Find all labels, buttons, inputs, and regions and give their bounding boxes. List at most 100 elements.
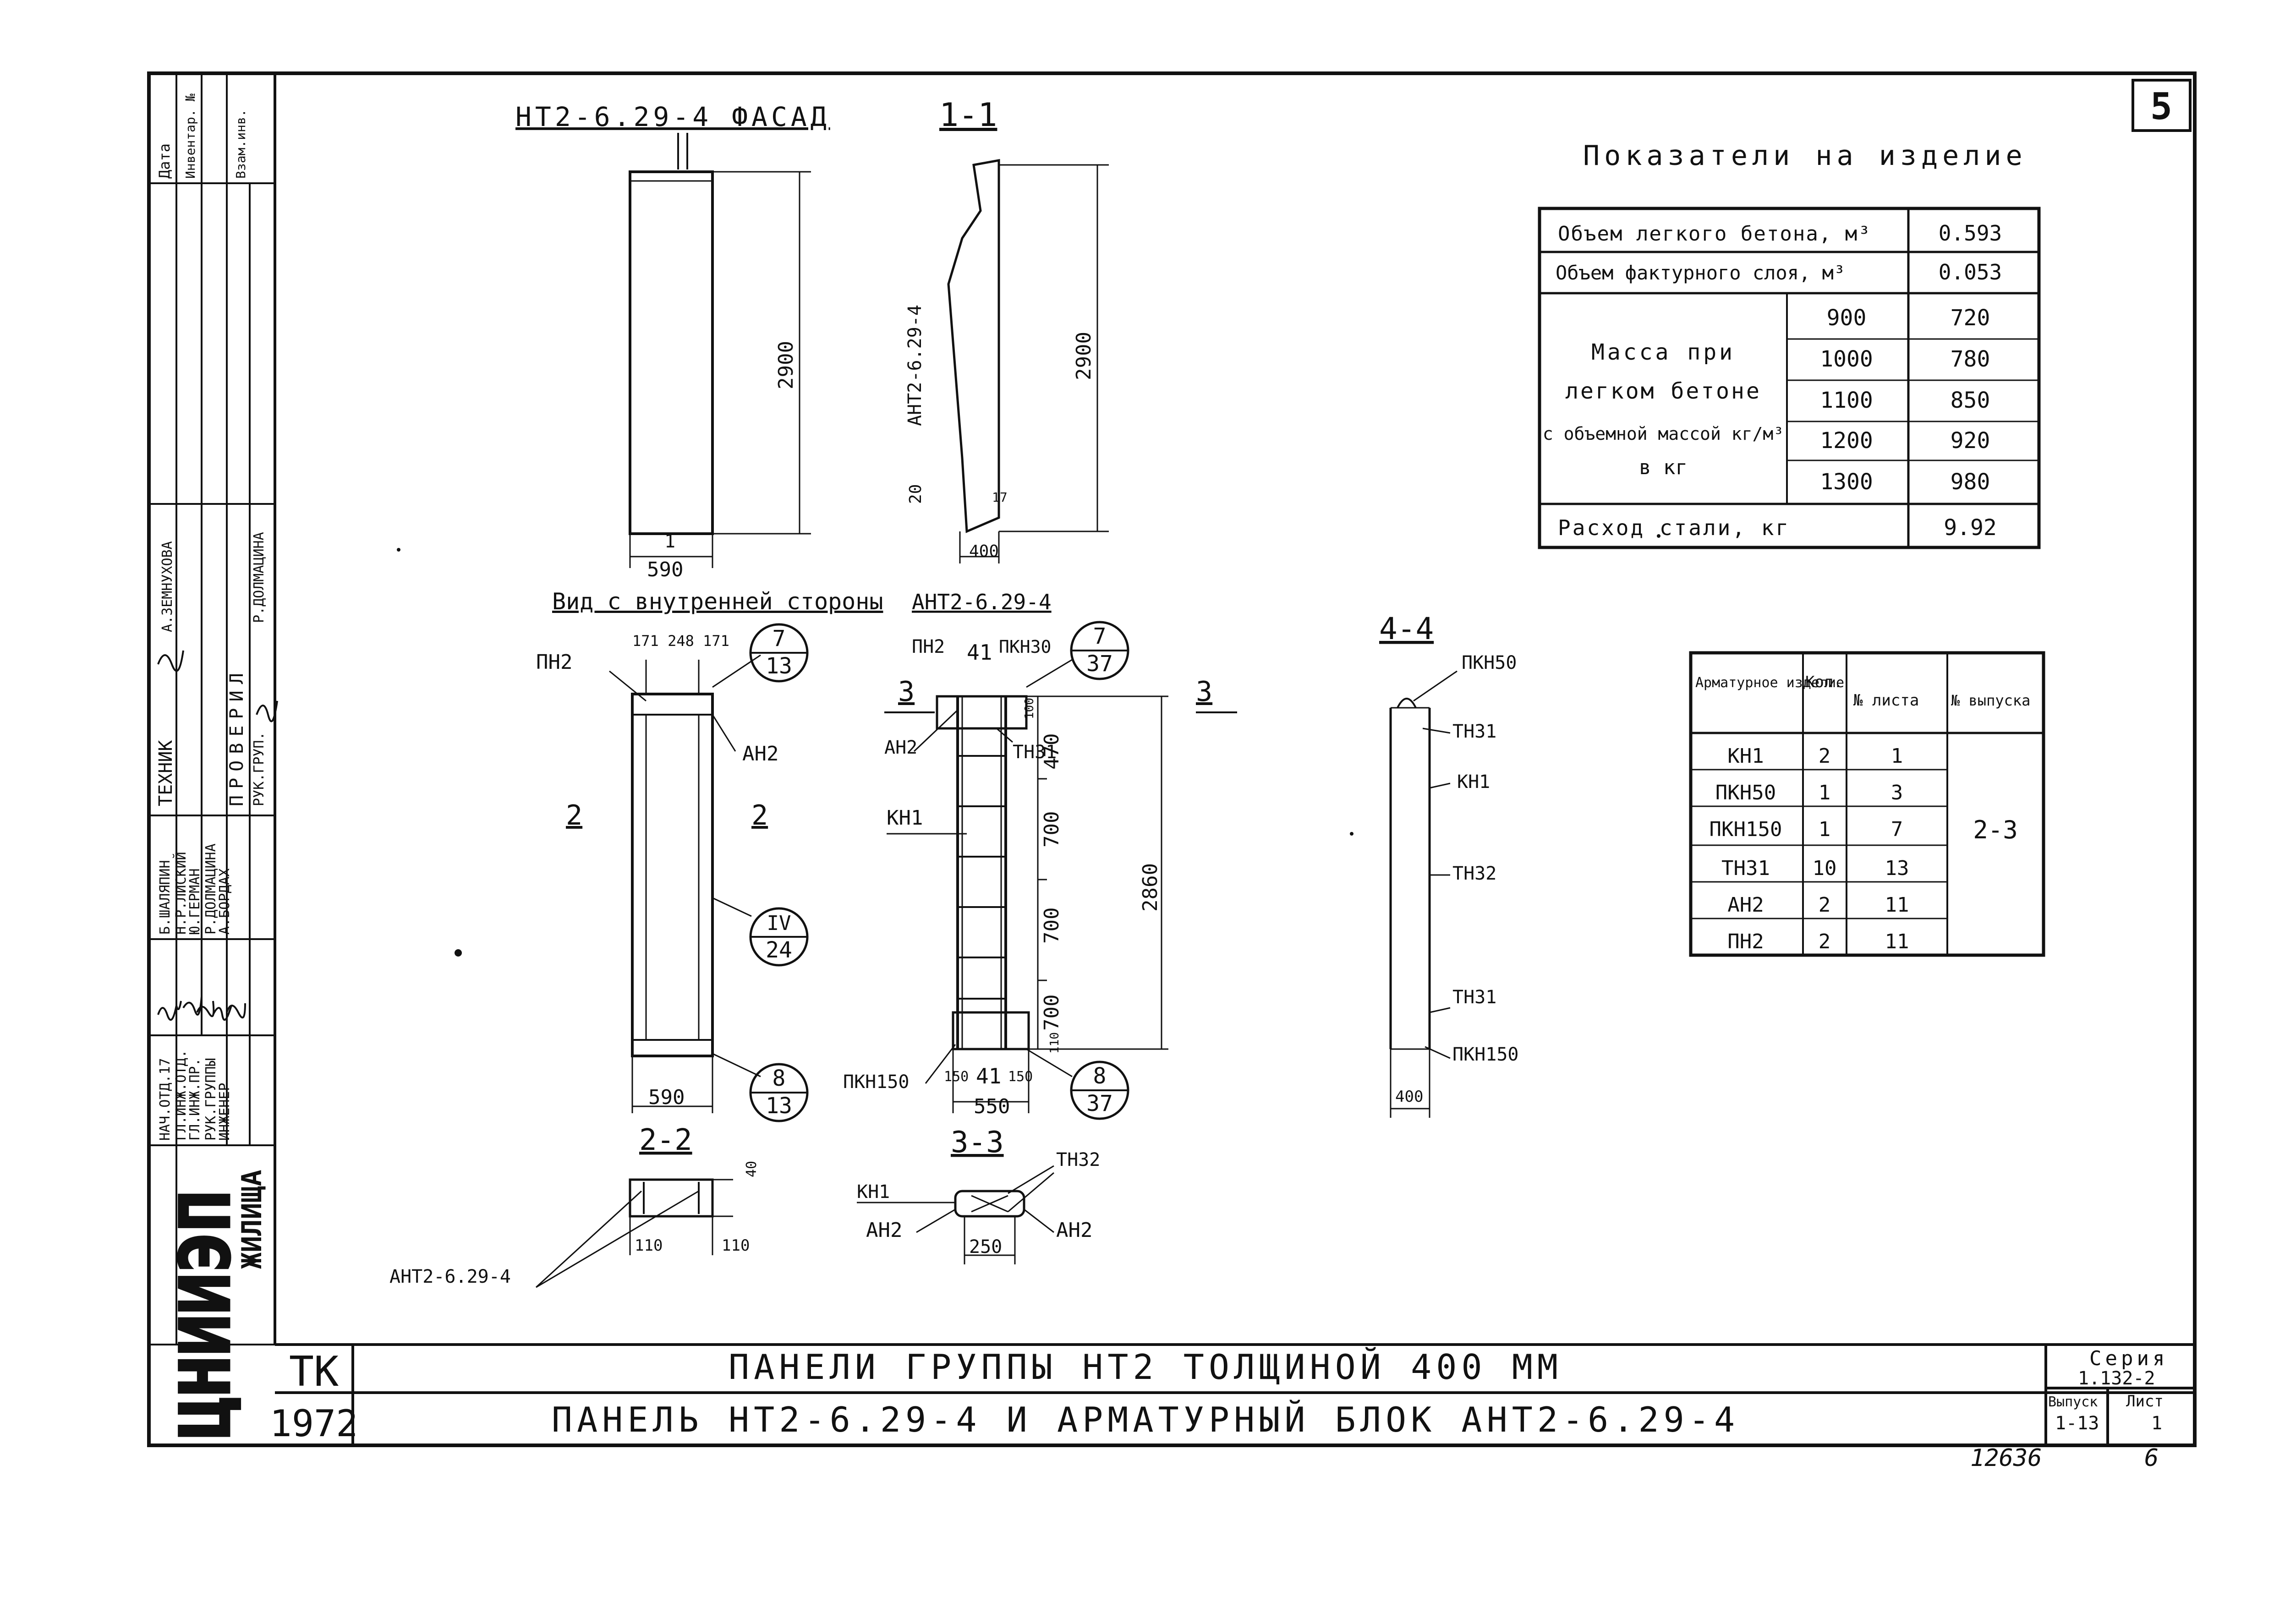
s44-pkn50: ПКН50 [1462, 652, 1517, 673]
arm-row-3-sheet: 7 [1891, 818, 1903, 841]
arm-header-qty: Кол. [1805, 673, 1843, 691]
cut-3-right: 3 [1196, 676, 1212, 708]
tk-label: ТК [289, 1348, 339, 1396]
svg-text:37: 37 [1086, 651, 1113, 677]
callouts: 7 13 IV 24 8 13 7 37 8 37 [749, 621, 1129, 1122]
facade-marker: 1 [664, 531, 675, 552]
arm-row-6-sheet: 11 [1885, 930, 1909, 953]
block-dim-1: 470 [1040, 733, 1063, 770]
mass-1: 720 [1951, 305, 1990, 331]
s33-width: 250 [969, 1236, 1002, 1258]
mass-rows: 900 720 1000 780 1100 850 1200 920 1300 … [1820, 305, 1990, 495]
mass-label-1: Масса при [1591, 339, 1735, 365]
sheet-number-box [2132, 79, 2192, 132]
seria-value: 1.132-2 [2078, 1368, 2155, 1389]
stamp-role-2: ГЛ.ИНЖ.ОТД. [173, 1050, 189, 1141]
block-side-right: 150 [1008, 1069, 1033, 1085]
inner-pn2: ПН2 [536, 651, 572, 674]
inner-view-drawing [609, 654, 761, 1113]
stamp-ruk: РУК.ГРУП. [251, 732, 267, 806]
arm-row-1-name: КН1 [1727, 744, 1764, 768]
title-line-2: ПАНЕЛЬ НТ2-6.29-4 И АРМАТУРНЫЙ БЛОК АНТ2… [552, 1400, 1739, 1440]
s44-tn31-bottom: ТН31 [1452, 987, 1496, 1008]
block-tn31: ТН31 [1013, 742, 1057, 763]
stamp-name-3: Ю.ГЕРМАН [187, 869, 203, 935]
svg-text:37: 37 [1086, 1091, 1113, 1116]
callout-4: 7 37 [1070, 621, 1129, 680]
stamp-columns: Дата Инвентар. № Взам.инв. [156, 93, 248, 179]
arm-header-item: Арматурное изделие [1695, 675, 1844, 691]
section-33-title: 3-3 [951, 1126, 1004, 1159]
block-side-left: 150 [944, 1069, 969, 1085]
seria-label: Серия [2089, 1347, 2168, 1370]
arm-row-2-name: ПКН50 [1715, 781, 1776, 804]
section-11-title: 1-1 [939, 96, 997, 134]
svg-text:24: 24 [766, 937, 792, 963]
callout-3: 8 13 [749, 1063, 809, 1122]
arm-row-6-name: ПН2 [1727, 930, 1764, 953]
section-11-drawing [947, 159, 1109, 563]
section-22-drawing [535, 1178, 733, 1288]
s33-kn1: КН1 [857, 1181, 890, 1203]
svg-text:13: 13 [766, 653, 792, 679]
steel-label: Расход стали, кг [1558, 515, 1790, 540]
mass-label-3: с объемной массой кг/м³ [1543, 424, 1784, 444]
callout-1: 7 13 [749, 623, 809, 683]
signatures [157, 650, 278, 1021]
s11-17: 17 [992, 490, 1008, 505]
stamp-proveril: ПРОВЕРИЛ [226, 667, 247, 806]
page-number: 6 [2144, 1444, 2159, 1472]
facade-width: 590 [647, 558, 683, 581]
callout-5: 8 37 [1070, 1061, 1129, 1120]
s22-40: 40 [744, 1161, 760, 1177]
org-logo: ЦНИИЭП ЖИЛИЩА [165, 1170, 269, 1439]
stamp-name-1: Б.ШАЛЯПИН [157, 860, 173, 935]
block-pkn30: ПКН30 [999, 637, 1051, 657]
vol-light-value: 0.593 [1939, 221, 2002, 246]
indicators-title: Показатели на изделие [1583, 140, 2027, 172]
indicators-table-grid [1538, 207, 2041, 549]
vol-facing-value: 0.053 [1939, 260, 2002, 284]
block-total: 2860 [1139, 863, 1162, 912]
inner-an2: АН2 [742, 742, 778, 766]
arm-row-6-qty: 2 [1819, 930, 1831, 953]
s33-tn32: ТН32 [1056, 1149, 1100, 1170]
stamp-roles: НАЧ.ОТД.17 ГЛ.ИНЖ.ОТД. ГЛ.ИНЖ.ПР. РУК.ГР… [155, 532, 267, 1141]
vypusk-value: 1-13 [2055, 1413, 2099, 1434]
vol-facing-label: Объем фактурного слоя, м³ [1556, 262, 1845, 284]
stamp-role-4: РУК.ГРУППЫ [203, 1058, 219, 1141]
stamp-technik: ТЕХНИК [155, 740, 176, 807]
stamp-name-5: А.БОРДАХ [217, 869, 233, 935]
arm-row-5-sheet: 11 [1885, 893, 1909, 917]
arm-header-sheet: № листа [1853, 691, 1919, 710]
arm-row-4-name: ТН31 [1721, 857, 1770, 880]
s22-110-left: 110 [635, 1236, 663, 1255]
org-name: ЖИЛИЩА [236, 1170, 268, 1269]
svg-text:7: 7 [773, 626, 786, 651]
s44-tn31-top: ТН31 [1452, 721, 1496, 742]
mass-label-4: в кг [1639, 456, 1688, 479]
s44-kn1: КН1 [1457, 771, 1490, 793]
arm-header-release: № выпуска [1951, 692, 2030, 709]
block-41-top: 41 [967, 640, 992, 665]
density-3: 1100 [1820, 388, 1873, 413]
title-line-1: ПАНЕЛИ ГРУППЫ НТ2 ТОЛЩИНОЙ 400 ММ [729, 1347, 1562, 1387]
section-22-title: 2-2 [639, 1123, 692, 1157]
outer-frame [147, 71, 2197, 1447]
steel-value: 9.92 [1944, 515, 1997, 541]
s44-pkn150: ПКН150 [1452, 1044, 1519, 1065]
arm-row-5-name: АН2 [1727, 893, 1764, 917]
armature-headers: Арматурное изделие Кол. № листа № выпуск… [1695, 673, 2030, 710]
vol-light-label: Объем легкого бетона, м³ [1558, 222, 1871, 246]
list-value: 1 [2151, 1413, 2162, 1434]
s11-tag: АНТ2-6.29-4 [904, 305, 926, 426]
block-dim-4: 700 [1040, 995, 1063, 1031]
section-44-title: 4-4 [1379, 611, 1434, 646]
s33-an2-right: АН2 [1056, 1219, 1092, 1242]
arm-row-3-name: ПКН150 [1710, 818, 1782, 841]
mass-label-2: легком бетоне [1565, 378, 1761, 404]
block-pn2: ПН2 [912, 636, 945, 657]
stamp-col-date: Дата [156, 143, 173, 179]
vypusk-label: Выпуск [2048, 1394, 2098, 1410]
